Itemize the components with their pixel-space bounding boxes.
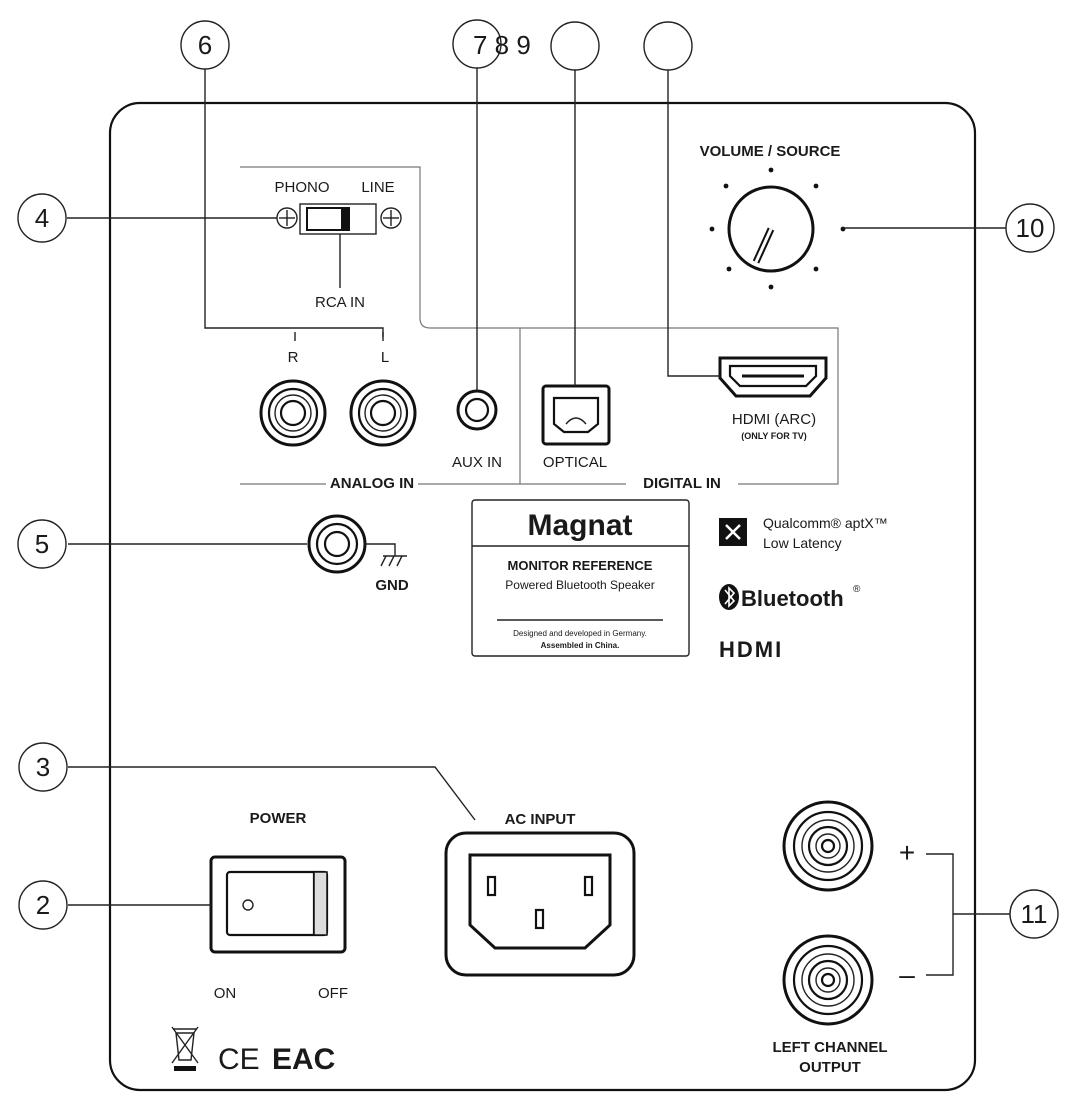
- brand-subtitle: Powered Bluetooth Speaker: [505, 578, 654, 592]
- ac-input-label: AC INPUT: [505, 811, 576, 828]
- bluetooth-rune-icon: [719, 584, 739, 610]
- hdmi-logo: HDMI: [719, 637, 783, 662]
- brand-assembled: Assembled in China.: [541, 641, 620, 650]
- screw-icon: [276, 207, 298, 229]
- aux-in-label: AUX IN: [452, 454, 502, 471]
- analog-in-frame: [240, 166, 839, 485]
- brand-name: Magnat: [528, 509, 633, 542]
- l-label: L: [381, 349, 389, 366]
- r-label: R: [288, 349, 299, 366]
- on-label: ON: [214, 985, 237, 1002]
- brand-model: MONITOR REFERENCE: [508, 558, 653, 573]
- binding-post-minus[interactable]: [782, 934, 874, 1026]
- hdmi-arc-label: HDMI (ARC): [732, 411, 816, 428]
- minus-label: –: [899, 959, 915, 990]
- crossed-bin-icon: [171, 1026, 199, 1071]
- ce-mark: CE: [218, 1043, 260, 1076]
- line-label: LINE: [361, 179, 394, 196]
- svg-text:5: 5: [35, 529, 49, 559]
- power-rocker-switch[interactable]: [209, 855, 347, 954]
- phono-line-switch[interactable]: [299, 203, 377, 235]
- callout-4: 4: [17, 193, 67, 243]
- optical-label: OPTICAL: [543, 454, 607, 471]
- brand-designed: Designed and developed in Germany.: [513, 629, 647, 638]
- callout-10: 10: [1005, 203, 1055, 253]
- brand-plate: Magnat MONITOR REFERENCE Powered Bluetoo…: [471, 499, 690, 657]
- plus-label: +: [899, 837, 915, 868]
- gnd-label: GND: [375, 577, 409, 594]
- callout-leaders: [67, 68, 1010, 915]
- callout-11: 11: [1009, 889, 1059, 939]
- svg-text:4: 4: [35, 203, 49, 233]
- rca-jack-r[interactable]: [259, 379, 327, 447]
- callout-8: [550, 21, 600, 71]
- output-bracket: [926, 853, 954, 976]
- callout-2: 2: [18, 880, 68, 930]
- rca-jack-l[interactable]: [349, 379, 417, 447]
- svg-text:6: 6: [198, 30, 212, 60]
- callout-3: 3: [18, 742, 68, 792]
- binding-post-plus[interactable]: [782, 800, 874, 892]
- rca-in-label: RCA IN: [315, 294, 365, 311]
- volume-source-knob[interactable]: [727, 185, 815, 273]
- power-label: POWER: [250, 810, 307, 827]
- aptx-line2: Low Latency: [763, 535, 842, 551]
- callout-9: [643, 21, 693, 71]
- aptx-line1: Qualcomm® aptX™: [763, 515, 888, 531]
- gnd-binding-post[interactable]: [307, 514, 367, 574]
- aux-in-jack[interactable]: [456, 389, 498, 431]
- svg-text:10: 10: [1016, 213, 1045, 243]
- bluetooth-logo-text: Bluetooth: [741, 586, 844, 611]
- volume-source-label: VOLUME / SOURCE: [700, 143, 841, 160]
- analog-in-label: ANALOG IN: [330, 475, 414, 492]
- left-channel-output-line2: OUTPUT: [799, 1059, 861, 1076]
- bluetooth-registered-mark: ®: [853, 584, 861, 595]
- callout-7: [452, 19, 502, 69]
- callout-5: 5: [17, 519, 67, 569]
- eac-mark: EAC: [272, 1043, 335, 1076]
- optical-port[interactable]: [541, 384, 611, 446]
- hdmi-port[interactable]: [718, 356, 828, 398]
- svg-text:3: 3: [36, 752, 50, 782]
- screw-icon: [380, 207, 402, 229]
- cross-box-icon: [719, 518, 747, 546]
- svg-text:2: 2: [36, 890, 50, 920]
- panel-outline: [108, 101, 977, 1092]
- ground-symbol-icon: [365, 543, 407, 567]
- callout-6: 6: [180, 20, 230, 70]
- callout-789-text: 7 8 9: [473, 30, 531, 60]
- off-label: OFF: [318, 985, 348, 1002]
- ac-input-socket[interactable]: [444, 831, 636, 977]
- phono-label: PHONO: [274, 179, 329, 196]
- digital-in-label: DIGITAL IN: [643, 475, 721, 492]
- svg-text:11: 11: [1021, 899, 1048, 929]
- left-channel-output-line1: LEFT CHANNEL: [773, 1039, 888, 1056]
- hdmi-only-for-tv-label: (ONLY FOR TV): [741, 431, 807, 441]
